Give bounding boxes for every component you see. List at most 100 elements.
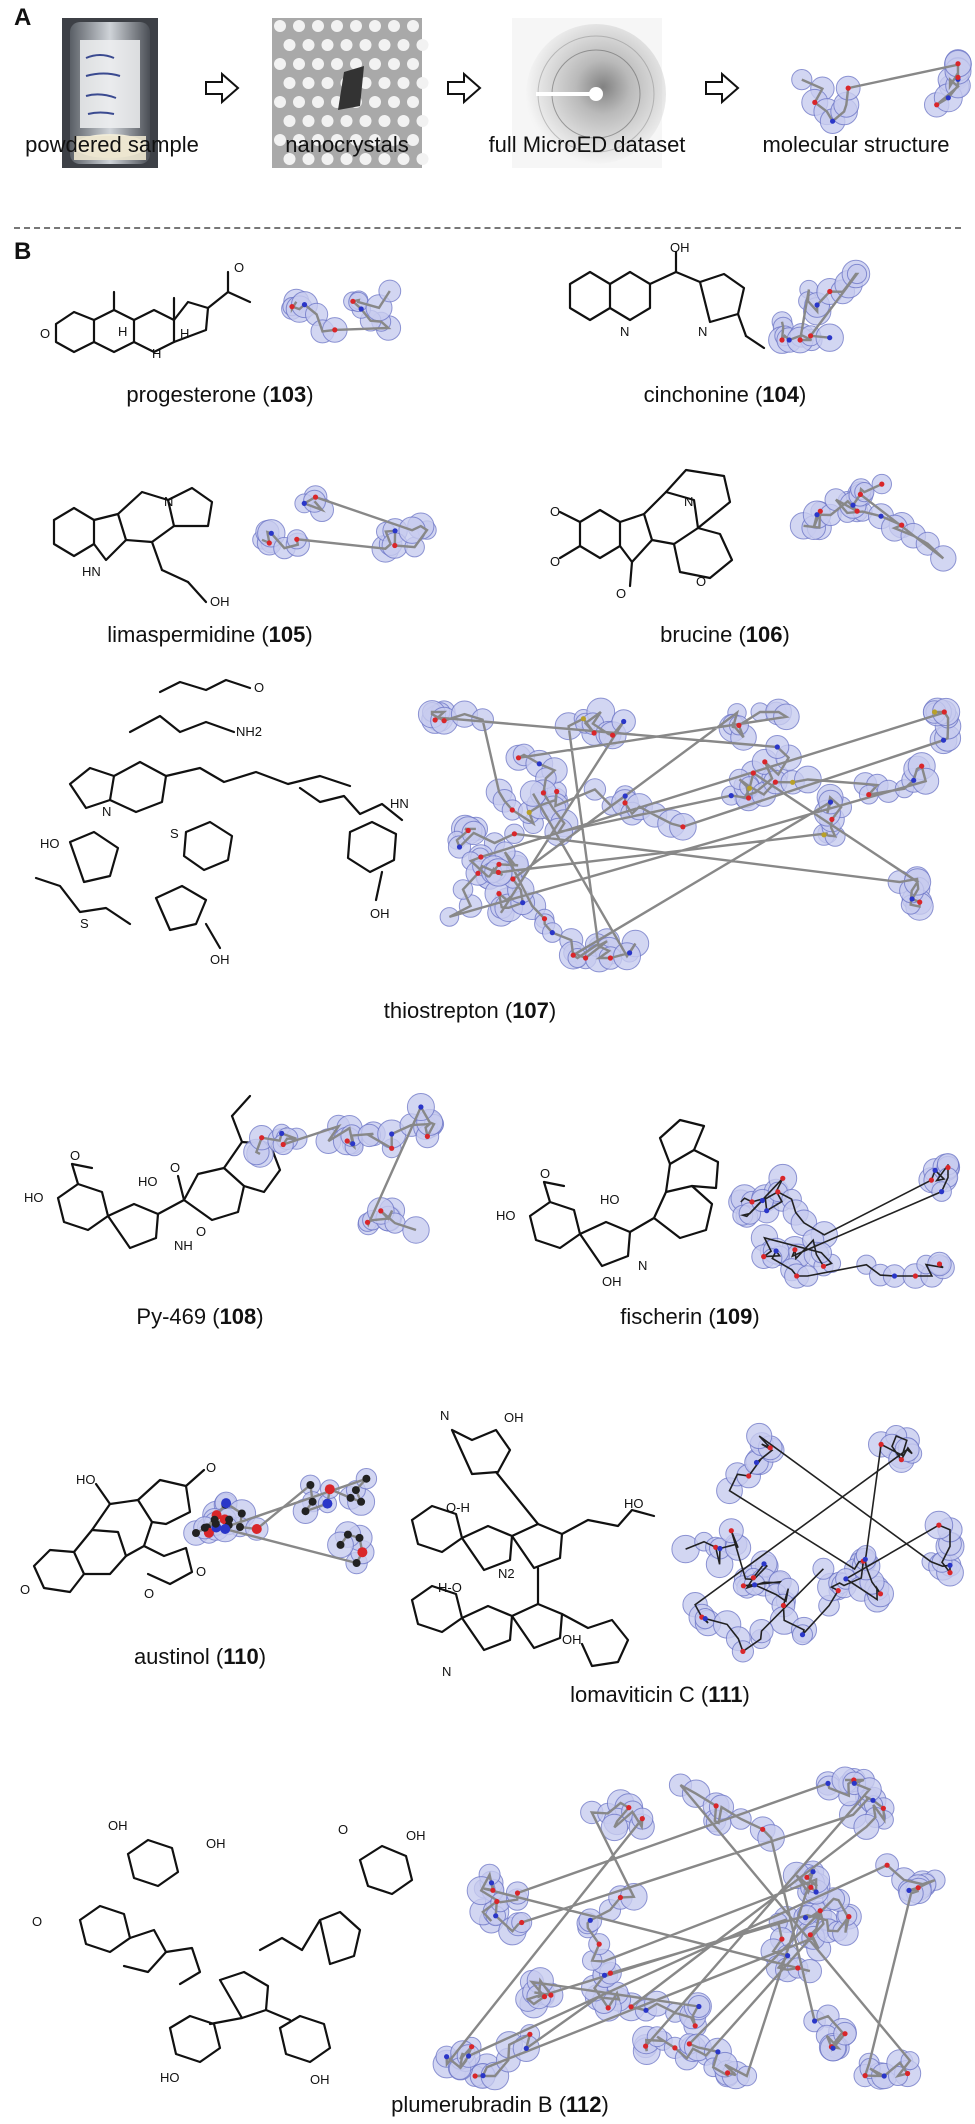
svg-text:O: O bbox=[234, 260, 244, 275]
step-label-full-microed-dataset: full MicroED dataset bbox=[488, 132, 686, 157]
panel-b-letter: B bbox=[14, 238, 32, 265]
svg-text:HO: HO bbox=[24, 1190, 44, 1205]
svg-text:OH: OH bbox=[210, 952, 230, 967]
svg-text:N: N bbox=[684, 494, 693, 509]
svg-text:O: O bbox=[550, 554, 560, 569]
compound-label-austinol: austinol (110) bbox=[133, 1644, 267, 1669]
fischerin-structure: HO O HO OH N bbox=[496, 1118, 720, 1289]
svg-text:O: O bbox=[170, 1160, 180, 1175]
svg-text:H-O: H-O bbox=[438, 1580, 462, 1595]
compound-label-limaspermidine: limaspermidine (105) bbox=[107, 622, 313, 647]
svg-text:O: O bbox=[32, 1914, 42, 1929]
py469-density bbox=[243, 1093, 445, 1244]
svg-text:H: H bbox=[152, 346, 161, 361]
svg-text:OH: OH bbox=[504, 1410, 524, 1425]
svg-text:O: O bbox=[254, 680, 264, 695]
svg-text:OH: OH bbox=[670, 240, 690, 255]
svg-text:O: O bbox=[144, 1586, 154, 1601]
svg-text:NH: NH bbox=[174, 1238, 193, 1253]
lomaviticin-c-structure: N OH O-H N2 H-O OH N HO bbox=[410, 1408, 656, 1679]
plumerubradin-b-structure: OH OH O HO OH OH O bbox=[32, 1818, 426, 2087]
svg-text:HO: HO bbox=[160, 2070, 180, 2085]
svg-text:N2: N2 bbox=[498, 1566, 515, 1581]
step-label-molecular-structure: molecular structure bbox=[762, 132, 950, 157]
svg-text:S: S bbox=[170, 826, 179, 841]
brucine-density bbox=[789, 473, 957, 572]
fischerin-density bbox=[728, 1153, 961, 1289]
thiostrepton-structure: O NH2 HO OH OH N S S HN bbox=[34, 678, 409, 967]
diffraction-pattern-image bbox=[512, 18, 666, 168]
svg-text:OH: OH bbox=[310, 2072, 330, 2087]
svg-text:OH: OH bbox=[370, 906, 390, 921]
progesterone-structure: O O H H H bbox=[40, 260, 252, 361]
limaspermidine-density bbox=[252, 485, 437, 563]
molecular-structure-density bbox=[791, 49, 972, 134]
step-label-nanocrystals: nanocrystals bbox=[285, 132, 409, 157]
svg-text:HO: HO bbox=[624, 1496, 644, 1511]
limaspermidine-structure: HN N OH bbox=[52, 486, 230, 609]
compound-label-thiostrepton: thiostrepton (107) bbox=[383, 998, 557, 1023]
svg-text:O: O bbox=[338, 1822, 348, 1837]
svg-text:O: O bbox=[540, 1166, 550, 1181]
svg-text:NH2: NH2 bbox=[236, 724, 262, 739]
svg-text:O: O bbox=[196, 1224, 206, 1239]
svg-text:O: O bbox=[696, 574, 706, 589]
svg-text:O: O bbox=[40, 326, 50, 341]
cinchonine-density bbox=[768, 259, 871, 354]
svg-text:N: N bbox=[620, 324, 629, 339]
arrow-right-icon bbox=[705, 71, 740, 105]
svg-text:O: O bbox=[20, 1582, 30, 1597]
compound-label-lomaviticin-c: lomaviticin C (111) bbox=[570, 1682, 750, 1707]
svg-text:N: N bbox=[164, 494, 173, 509]
svg-text:O: O bbox=[616, 586, 626, 601]
svg-text:OH: OH bbox=[206, 1836, 226, 1851]
compound-label-plumerubradin-b: plumerubradin B (112) bbox=[391, 2092, 609, 2117]
brucine-structure: O O O O N bbox=[550, 468, 734, 601]
svg-text:H: H bbox=[118, 324, 127, 339]
sample-jar-image bbox=[62, 18, 158, 168]
svg-text:O: O bbox=[196, 1564, 206, 1579]
svg-text:OH: OH bbox=[562, 1632, 582, 1647]
compound-label-brucine: brucine (106) bbox=[660, 622, 790, 647]
svg-text:N: N bbox=[638, 1258, 647, 1273]
svg-text:HO: HO bbox=[600, 1192, 620, 1207]
svg-text:N: N bbox=[102, 804, 111, 819]
svg-text:HO: HO bbox=[40, 836, 60, 851]
arrow-right-icon bbox=[447, 71, 482, 105]
svg-text:HO: HO bbox=[496, 1208, 516, 1223]
austinol-density bbox=[183, 1468, 378, 1575]
svg-text:HO: HO bbox=[138, 1174, 158, 1189]
svg-text:HN: HN bbox=[82, 564, 101, 579]
austinol-structure: HO O O O O bbox=[20, 1460, 216, 1601]
svg-text:OH: OH bbox=[108, 1818, 128, 1833]
svg-text:OH: OH bbox=[406, 1828, 426, 1843]
svg-text:O: O bbox=[206, 1460, 216, 1475]
compound-label-progesterone: progesterone (103) bbox=[126, 382, 314, 407]
cinchonine-structure: N OH N bbox=[568, 240, 766, 350]
thiostrepton-density bbox=[417, 697, 962, 973]
progesterone-density bbox=[281, 279, 402, 344]
svg-text:O: O bbox=[70, 1148, 80, 1163]
panel-a-letter: A bbox=[14, 4, 32, 31]
compound-label-fischerin: fischerin (109) bbox=[620, 1304, 760, 1329]
svg-text:HN: HN bbox=[390, 796, 409, 811]
svg-text:OH: OH bbox=[602, 1274, 622, 1289]
plumerubradin-b-density bbox=[432, 1766, 946, 2091]
svg-text:S: S bbox=[80, 916, 89, 931]
svg-text:O-H: O-H bbox=[446, 1500, 470, 1515]
svg-text:OH: OH bbox=[210, 594, 230, 609]
arrow-right-icon bbox=[205, 71, 240, 105]
step-label-powdered-sample: powdered sample bbox=[25, 132, 199, 157]
svg-text:N: N bbox=[442, 1664, 451, 1679]
svg-text:O: O bbox=[550, 504, 560, 519]
compound-label-py469: Py-469 (108) bbox=[136, 1304, 264, 1329]
nanocrystals-image bbox=[272, 18, 429, 168]
compound-label-cinchonine: cinchonine (104) bbox=[643, 382, 807, 407]
svg-text:N: N bbox=[440, 1408, 449, 1423]
panel-divider bbox=[14, 227, 961, 229]
lomaviticin-c-density bbox=[671, 1422, 965, 1663]
svg-text:N: N bbox=[698, 324, 707, 339]
svg-text:H: H bbox=[180, 326, 189, 341]
svg-text:HO: HO bbox=[76, 1472, 96, 1487]
